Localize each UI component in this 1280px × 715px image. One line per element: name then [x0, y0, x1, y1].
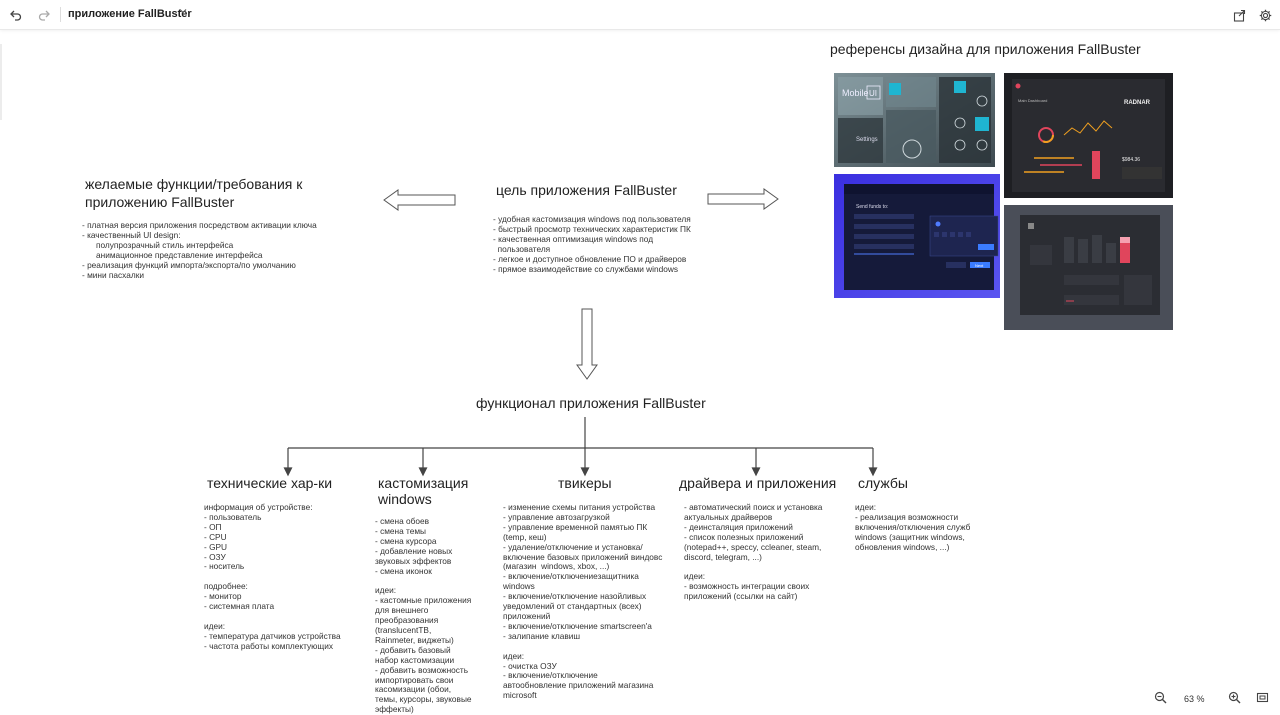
wanted-subitem: полупрозрачный стиль интерфейса [96, 239, 234, 250]
column-title-tweakers: твикеры [558, 475, 612, 491]
zoom-level[interactable]: 63 % [1184, 694, 1205, 704]
svg-text:RADNAR: RADNAR [1124, 100, 1151, 106]
arrow-down [576, 308, 598, 380]
functional-title: функционал приложения FallBuster [476, 395, 706, 411]
undo-icon[interactable] [7, 6, 25, 24]
column-title-drivers: драйвера и приложения [679, 475, 837, 491]
redo-icon[interactable] [35, 6, 53, 24]
zoom-in-icon[interactable] [1228, 691, 1241, 707]
svg-text:Main Dashboard: Main Dashboard [1018, 98, 1047, 103]
column-text-services: идеи: - реализация возможности включения… [855, 502, 971, 552]
wanted-item: - платная версия приложения посредством … [82, 220, 317, 230]
wanted-item: - реализация функций импорта/экспорта/по… [82, 259, 296, 270]
svg-text:UI: UI [869, 89, 877, 98]
column-text-drivers: - автоматический поиск и установка актуа… [684, 502, 823, 602]
wanted-title: желаемые функции/требования к приложению… [85, 176, 303, 210]
fit-screen-icon[interactable] [1256, 691, 1269, 707]
canvas-edge-marker [0, 44, 2, 120]
column-text-customization: - смена обоев - смена темы - смена курсо… [375, 516, 472, 715]
branch-5-head [868, 467, 878, 477]
svg-text:Send funds to:: Send funds to: [856, 204, 888, 210]
column-title-customization: кастомизация windows [378, 475, 469, 507]
branch-1-head [283, 467, 293, 477]
reference-image-grey-dashboard[interactable] [1004, 205, 1173, 330]
zoom-control: 63 % [1146, 689, 1278, 711]
gear-icon[interactable] [1256, 6, 1274, 24]
goal-title: цель приложения FallBuster [496, 182, 677, 198]
column-text-specs: информация об устройстве: - пользователь… [204, 502, 341, 651]
reference-image-mobile-ui[interactable]: Mobile UI Settings [834, 73, 995, 167]
branch-2-head [418, 467, 428, 477]
arrow-left [383, 189, 456, 211]
branch-3-head [580, 467, 590, 477]
zoom-out-icon[interactable] [1154, 691, 1167, 707]
column-title-services: службы [858, 475, 908, 491]
wanted-subitem: анимационное представление интерфейса [96, 249, 263, 260]
chevron-down-icon[interactable] [178, 6, 188, 19]
svg-text:Mobile: Mobile [842, 88, 869, 98]
references-title: референсы дизайна для приложения FallBus… [830, 41, 1141, 57]
column-title-specs: технические хар-ки [207, 475, 333, 491]
svg-text:$984.36: $984.36 [1122, 157, 1140, 163]
reference-image-send-funds[interactable]: Send funds to: Next [834, 174, 1000, 298]
goal-items: - удобная кастомизация windows под польз… [493, 214, 691, 274]
arrow-right [707, 188, 779, 210]
share-icon[interactable] [1230, 6, 1248, 24]
toolbar-divider [60, 7, 61, 22]
document-title[interactable]: приложение FallBuster [68, 8, 192, 20]
wanted-items: - платная версия приложения посредством … [82, 220, 382, 280]
wanted-item: - качественный UI design: [82, 229, 181, 240]
svg-text:Next: Next [975, 263, 984, 268]
column-text-tweakers: - изменение схемы питания устройства - у… [503, 502, 663, 701]
top-toolbar: приложение FallBuster [0, 0, 1280, 30]
reference-image-dark-dashboard[interactable]: Main Dashboard RADNAR $984.36 [1004, 73, 1173, 198]
branch-4-head [751, 467, 761, 477]
svg-text:Settings: Settings [856, 137, 878, 143]
wanted-item: - мини пасхалки [82, 269, 144, 280]
